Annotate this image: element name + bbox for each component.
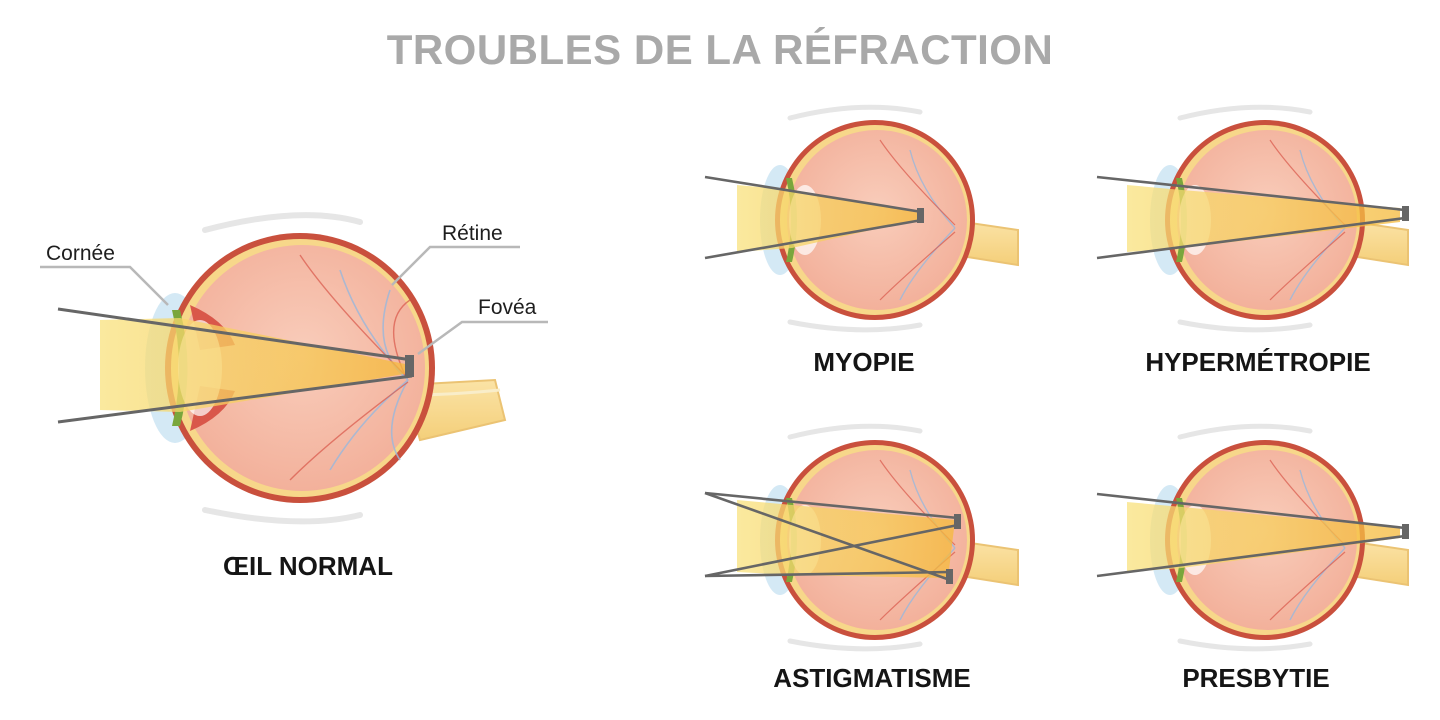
label-fovea: Fovéa [478, 296, 537, 319]
eye-normal: Cornée Rétine Fovéa ŒIL NORMAL [40, 212, 548, 581]
eye-presbyopia: PRESBYTIE [1096, 423, 1409, 693]
caption-astigmatism: ASTIGMATISME [773, 663, 970, 693]
diagram-title: TROUBLES DE LA RÉFRACTION [387, 26, 1054, 73]
caption-normal-eye: ŒIL NORMAL [223, 551, 393, 581]
caption-presbyopia: PRESBYTIE [1182, 663, 1329, 693]
label-cornea: Cornée [46, 242, 115, 265]
eye-astigmatism: ASTIGMATISME [704, 423, 1019, 693]
eye-myopia: MYOPIE [704, 104, 1019, 377]
label-retina: Rétine [442, 222, 503, 245]
caption-myopia: MYOPIE [813, 347, 914, 377]
eye-hyperopia: HYPERMÉTROPIE [1096, 104, 1409, 377]
caption-hyperopia: HYPERMÉTROPIE [1145, 347, 1370, 377]
